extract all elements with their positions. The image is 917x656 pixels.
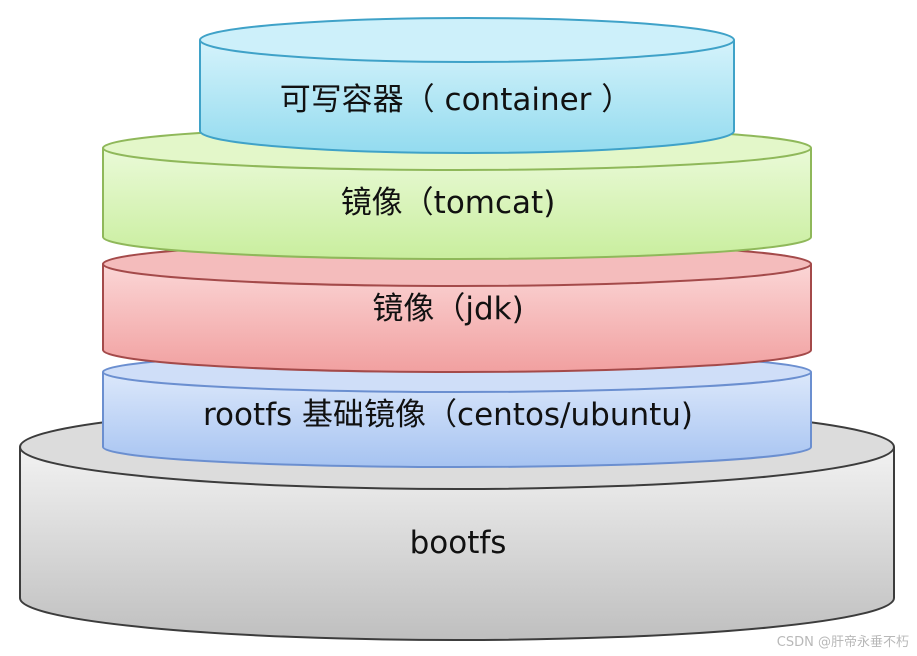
container-label: 可写容器（ container ） <box>280 82 633 118</box>
jdk-label: 镜像（jdk) <box>372 291 523 327</box>
layer-container: 可写容器（ container ） <box>199 17 735 154</box>
tomcat-label: 镜像（tomcat) <box>341 185 556 221</box>
bootfs-label: bootfs <box>410 525 507 561</box>
csdn-watermark: CSDN @肝帝永垂不朽 <box>776 635 909 650</box>
layer-jdk: 镜像（jdk) <box>102 241 812 373</box>
rootfs-label: rootfs 基础镜像（centos/ubuntu) <box>203 397 693 433</box>
